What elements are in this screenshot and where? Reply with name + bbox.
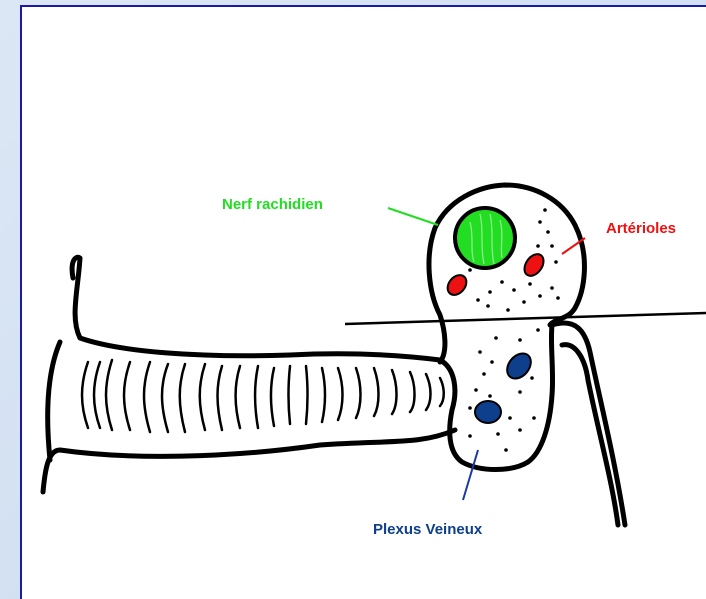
spinal-nerve: [455, 208, 515, 268]
arterioles-label: Artérioles: [606, 220, 676, 237]
nerve-leader-line: [388, 208, 438, 225]
disc-striations: [82, 360, 444, 432]
nerve-label: Nerf rachidien: [222, 196, 323, 213]
venous-plexus: [475, 349, 536, 423]
vein-2: [475, 401, 501, 423]
arteriole-1: [444, 271, 470, 298]
plexus-leader-line: [463, 450, 478, 500]
venous-plexus-label: Plexus Veineux: [373, 521, 483, 538]
arteriole-2: [521, 251, 548, 280]
lamina: [552, 323, 625, 525]
section-line: [345, 313, 706, 324]
